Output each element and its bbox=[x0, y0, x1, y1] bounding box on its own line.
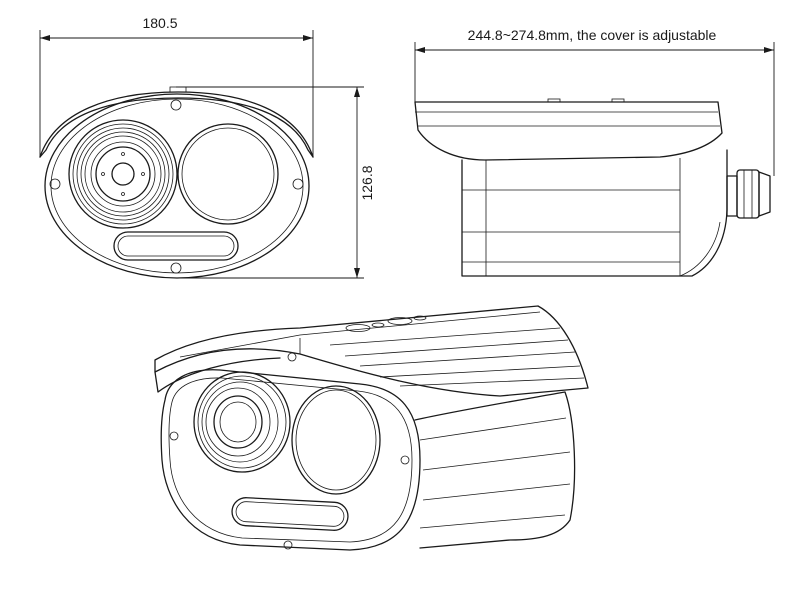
side-view bbox=[414, 98, 771, 277]
height-label: 126.8 bbox=[359, 165, 375, 200]
front-view bbox=[39, 86, 314, 279]
side-length-dimension: 244.8~274.8mm, the cover is adjustable bbox=[414, 27, 775, 176]
perspective-view bbox=[154, 305, 589, 551]
width-label: 180.5 bbox=[142, 15, 177, 31]
front-height-dimension: 126.8 bbox=[176, 86, 375, 279]
front-width-dimension: 180.5 bbox=[39, 15, 314, 157]
side-length-label: 244.8~274.8mm, the cover is adjustable bbox=[468, 27, 717, 43]
